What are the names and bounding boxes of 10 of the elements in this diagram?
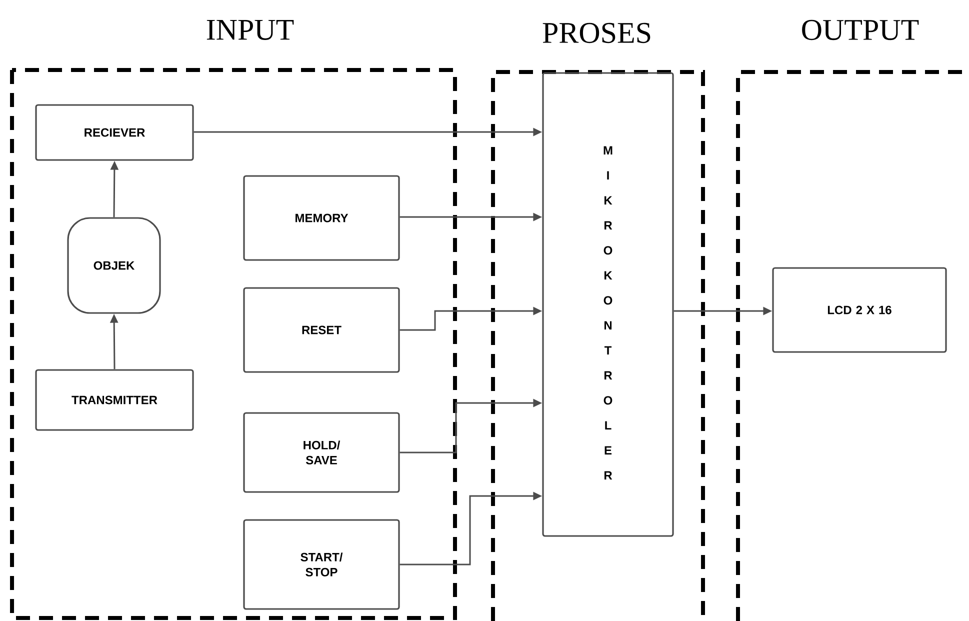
process-box: MEMORY xyxy=(243,175,400,261)
rounded-box: OBJEK xyxy=(67,217,161,314)
process-box: RESET xyxy=(243,287,400,373)
controller-box: MIKROKONTROLER xyxy=(542,72,674,537)
process-box: TRANSMITTER xyxy=(35,369,194,431)
node-label: INPUT xyxy=(206,20,294,40)
process-box: HOLD/ SAVE xyxy=(243,412,400,493)
process-box: RECIEVER xyxy=(35,104,194,161)
process-box: START/ STOP xyxy=(243,519,400,610)
process-box: LCD 2 X 16 xyxy=(772,267,947,353)
